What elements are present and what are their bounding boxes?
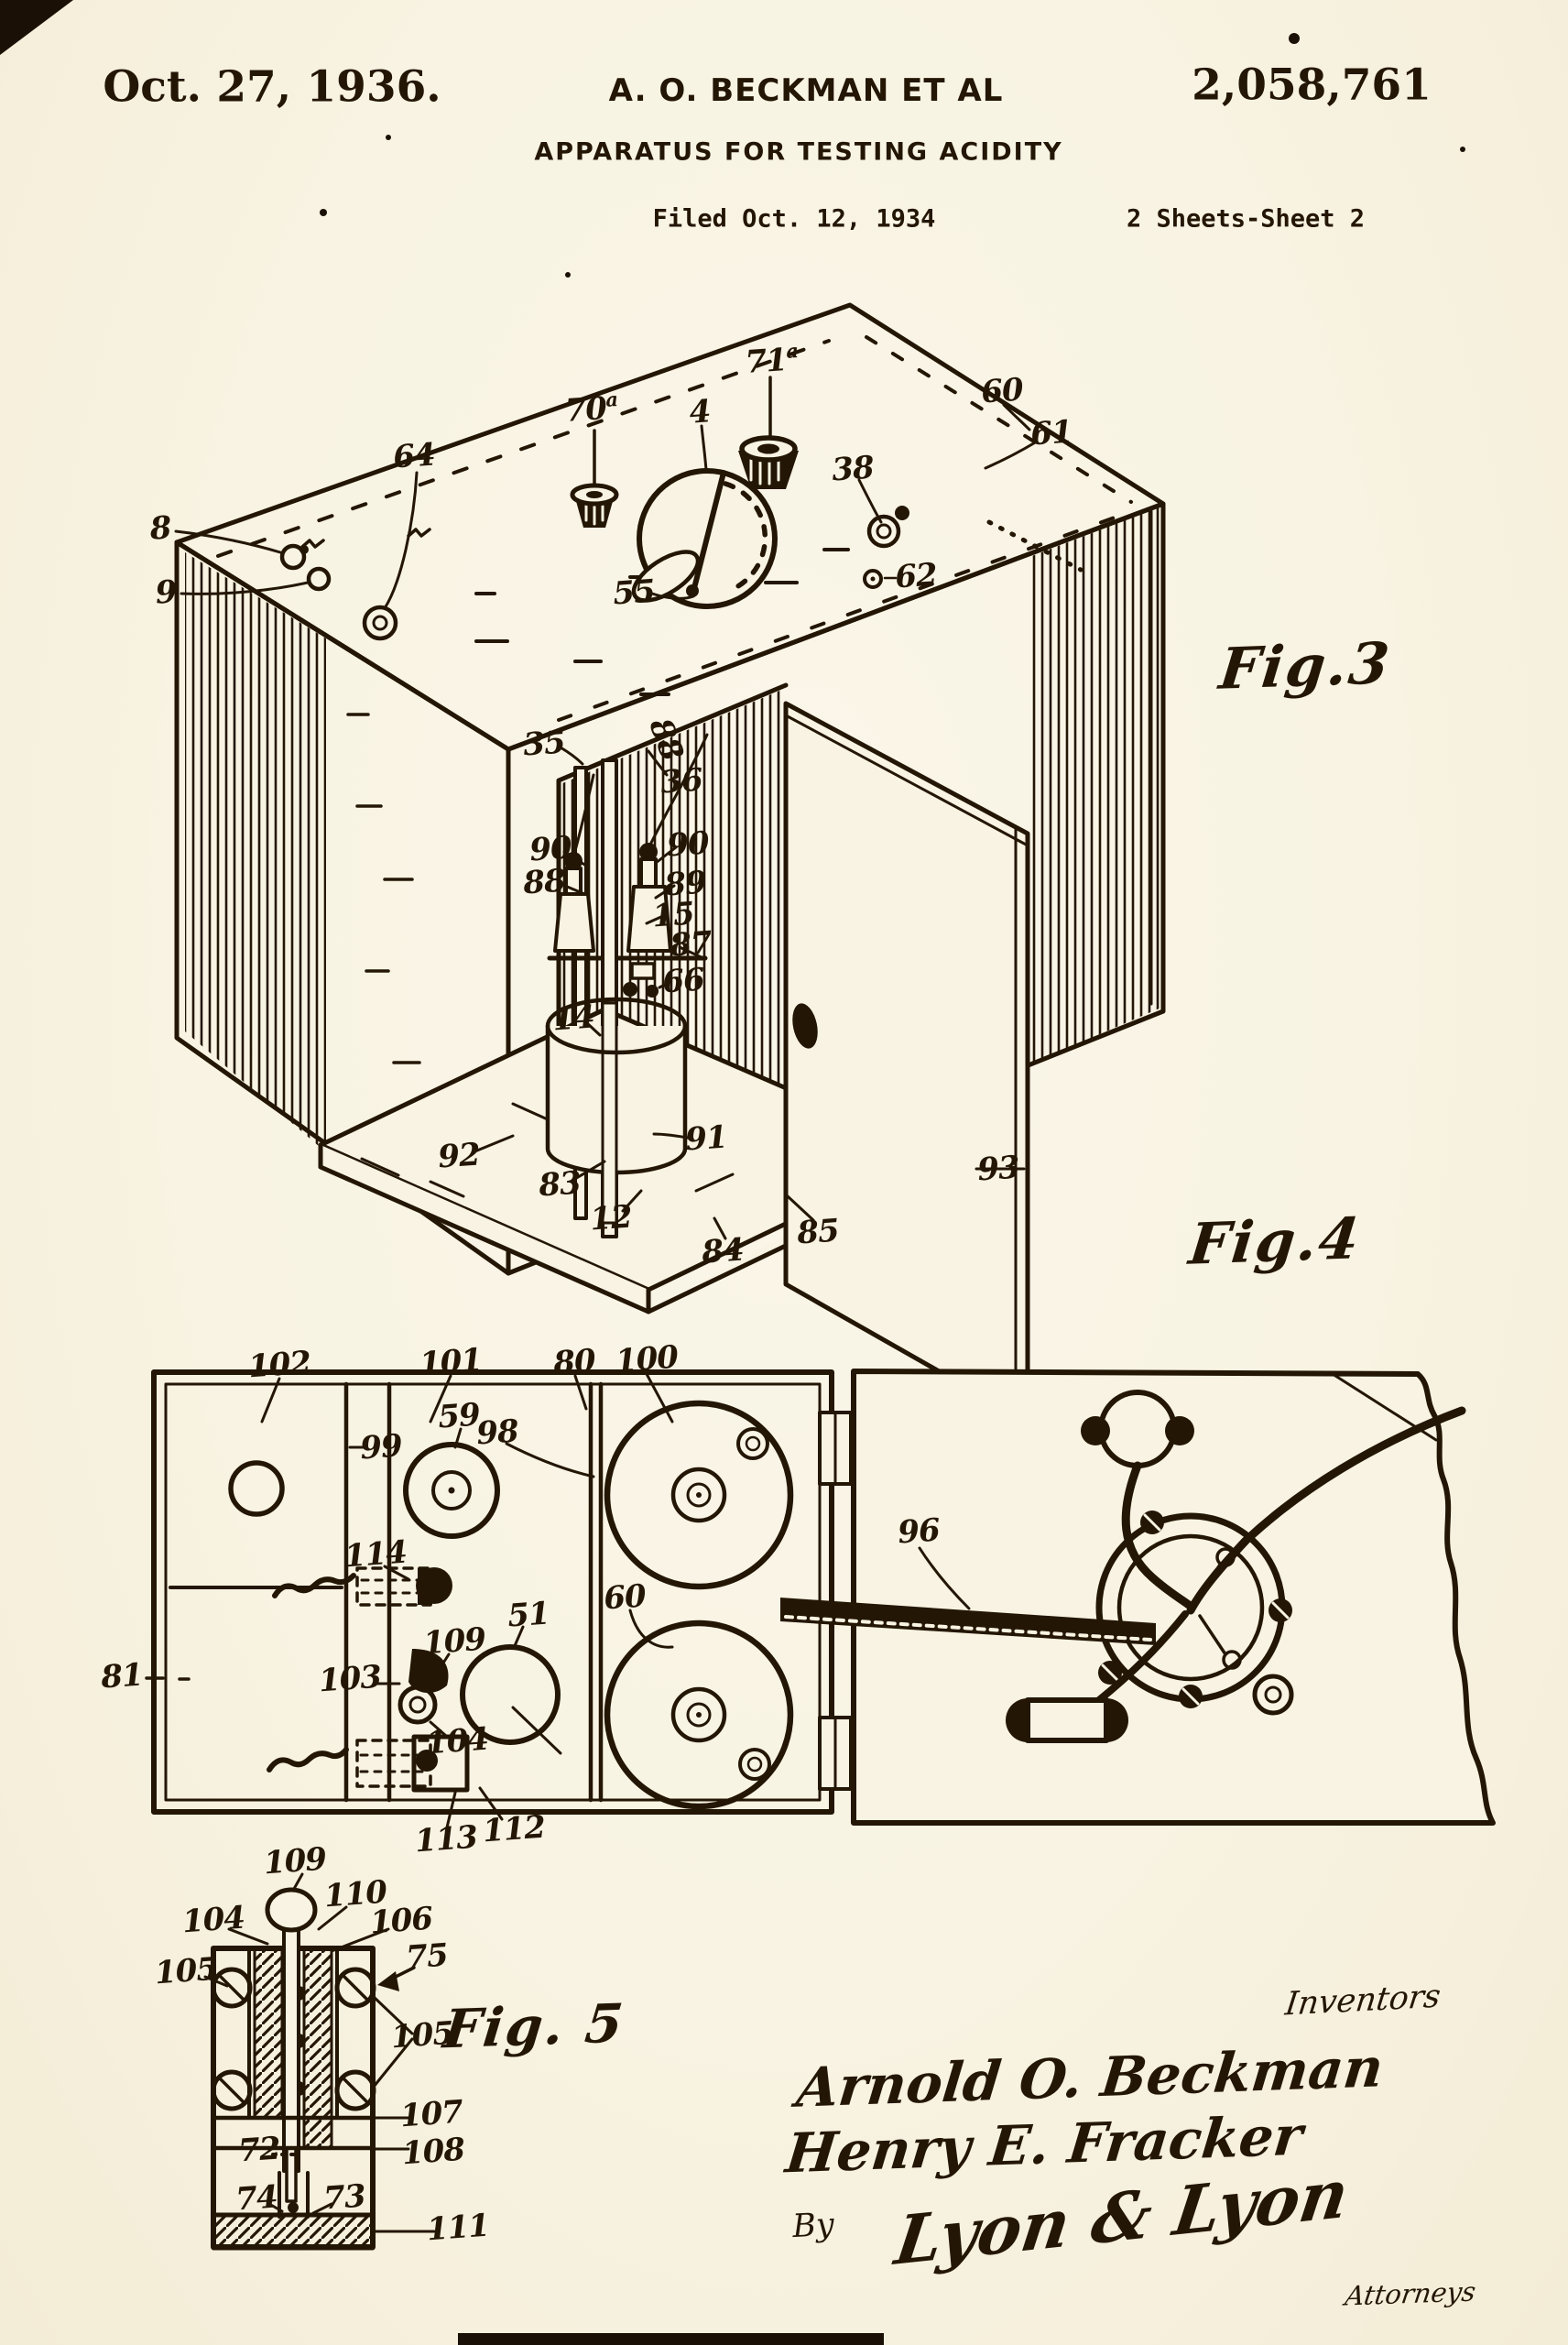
fig3-drawing xyxy=(174,302,1166,1424)
fig5-caption: Fig. 5 xyxy=(440,1991,628,2061)
filed-date: Filed Oct. 12, 1934 xyxy=(652,204,936,234)
fig4-caption: Fig.4 xyxy=(1185,1205,1365,1278)
fig5-drawing xyxy=(203,1872,436,2251)
fig3-caption: Fig.3 xyxy=(1215,629,1395,703)
grant-date: Oct. 27, 1936. xyxy=(103,61,441,113)
attorneys-label: Attorneys xyxy=(1343,2275,1478,2312)
sheet-label: 2 Sheets-Sheet 2 xyxy=(1126,204,1366,234)
invention-title: APPARATUS FOR TESTING ACIDITY xyxy=(534,137,1063,167)
patent-number: 2,058,761 xyxy=(1192,60,1432,111)
applicant-name: A. O. BECKMAN ET AL xyxy=(608,72,1004,109)
fig4-drawing xyxy=(145,1369,1496,1829)
scan-artifacts xyxy=(0,0,1465,2345)
by-label: By xyxy=(791,2206,835,2246)
